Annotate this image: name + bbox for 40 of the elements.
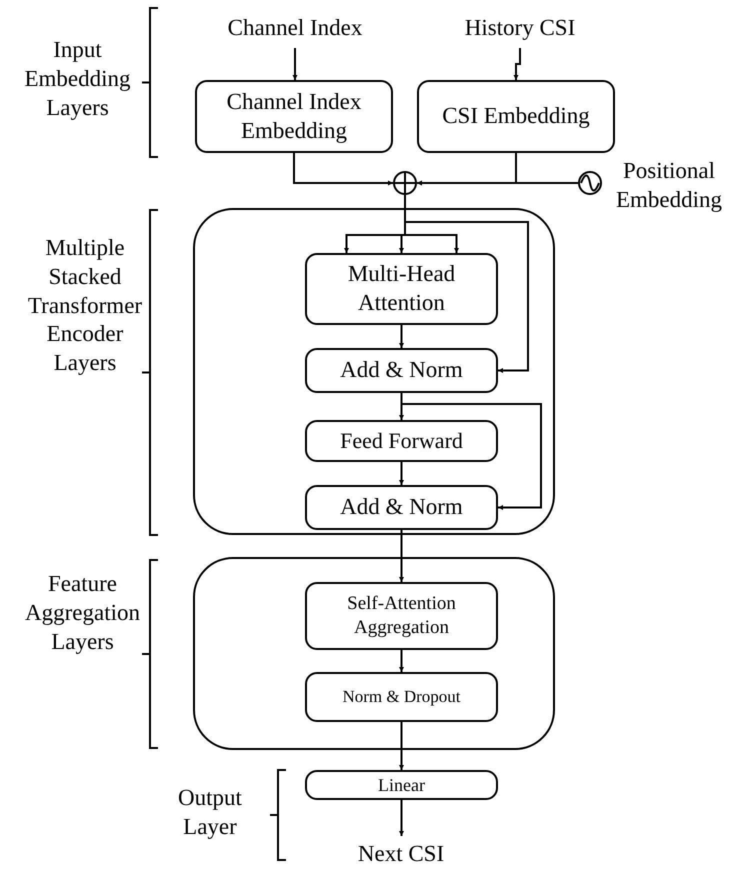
arrow [399,462,404,485]
process-box [195,80,393,153]
block-label: Add & Norm [340,356,463,384]
input-label: History CSI [464,14,576,42]
block-label: Norm & Dropout [342,686,461,708]
block-label: CSI Embedding [442,102,590,130]
arrow [293,153,393,186]
block-label: Add & Norm [340,493,463,522]
block-label: Multi-Head Attention [346,260,456,317]
section-label: Feature Aggregation Layers [24,570,141,656]
block-label: Self-Attention Aggregation [346,592,457,640]
arrow [292,48,298,80]
process-box [305,770,498,800]
arrow [399,722,404,770]
process-box [305,485,498,530]
process-box [305,672,498,722]
layer-group-box [193,208,555,535]
section-label: Input Embedding Layers [23,36,132,122]
input-label: Next CSI [358,840,444,868]
arrow [404,195,529,373]
process-box [305,582,498,650]
process-box [417,80,615,153]
section-label: Multiple Stacked Transformer Encoder Layers [26,234,144,377]
arrow [417,180,578,186]
arrow [399,530,404,582]
arrow [399,650,404,672]
arrow [399,325,404,348]
arrow [400,393,542,510]
block-label: Feed Forward [340,427,463,455]
block-label: Linear [378,774,425,796]
layer-group-box [193,557,555,750]
process-box [305,348,498,393]
arrow [399,800,404,836]
process-box [305,420,498,462]
block-label: Channel Index Embedding [226,88,362,145]
node-caption: Positional Embedding [614,157,724,214]
process-box [305,253,498,325]
section-label: Output Layer [177,784,243,841]
arrow [514,48,521,80]
input-label: Channel Index [228,14,362,42]
